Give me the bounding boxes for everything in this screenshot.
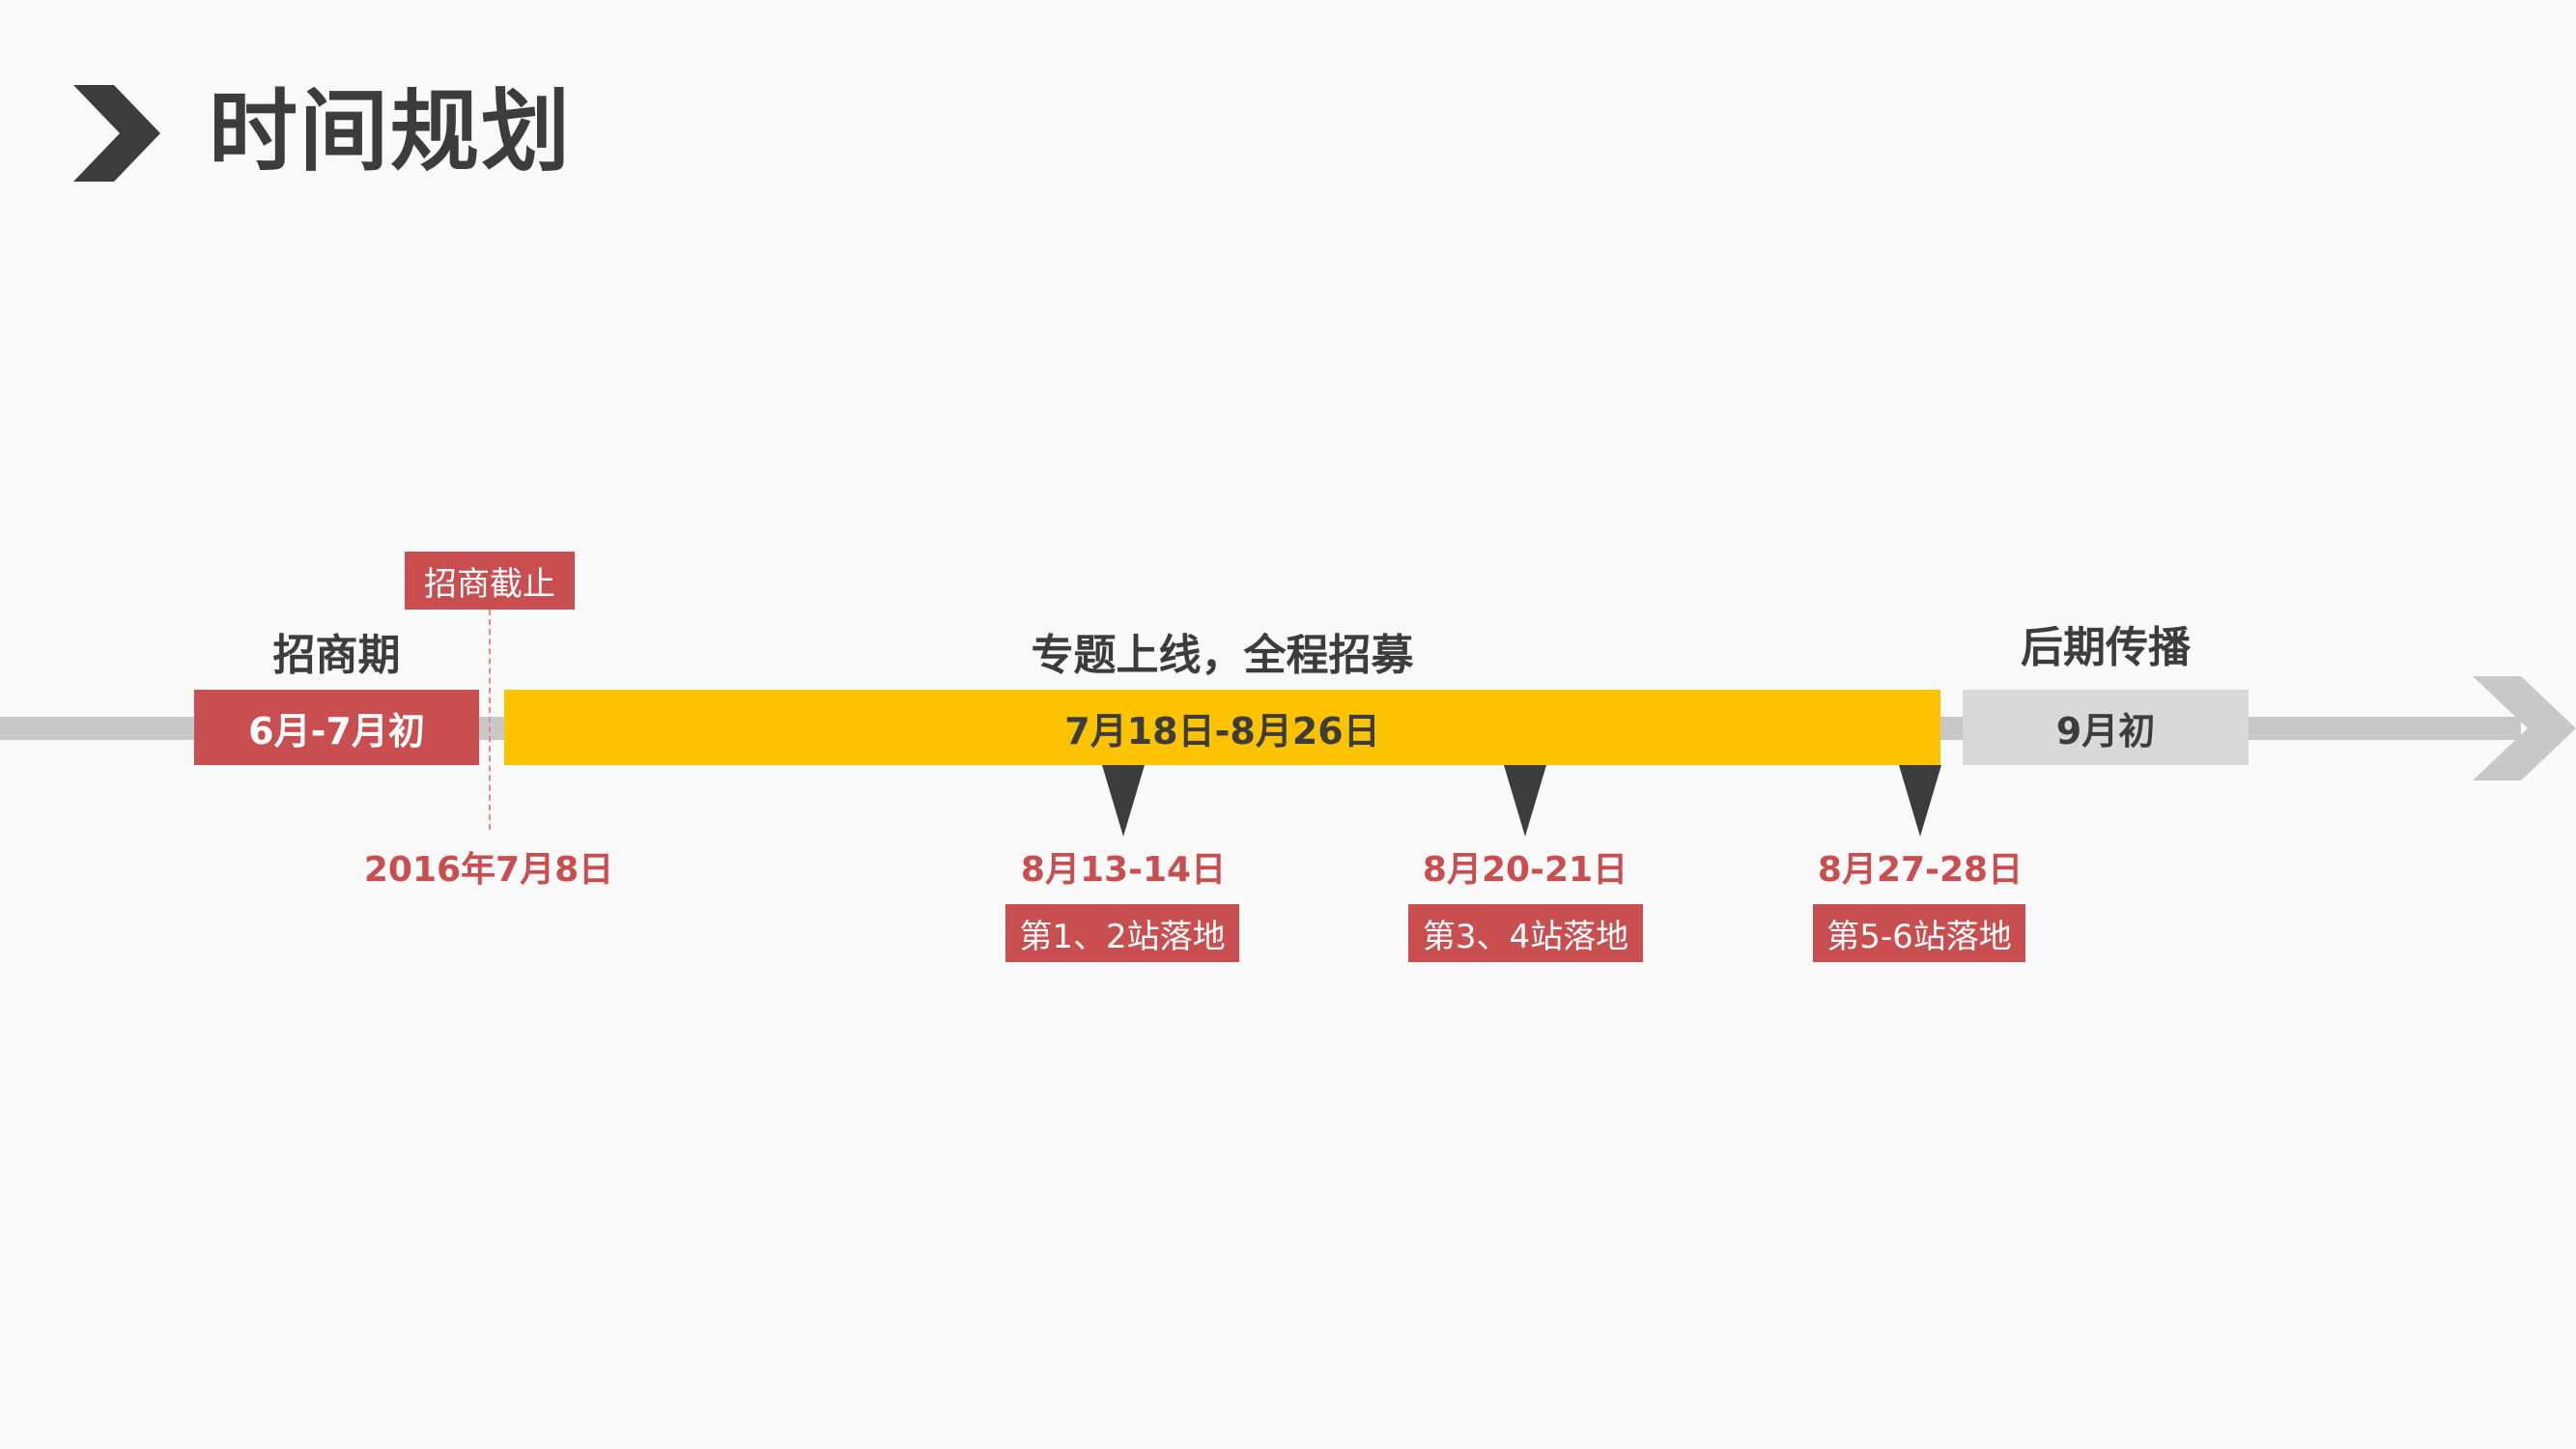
arrow-right-icon: [2473, 676, 2576, 781]
phase-title-online: 专题上线，全程招募: [1031, 631, 1414, 680]
milestone-tag: 第1、2站落地: [1005, 904, 1239, 962]
chevron-right-icon: [73, 85, 160, 182]
milestone-date: 8月20-21日: [1422, 850, 1628, 890]
deadline-tag: 招商截止: [405, 552, 575, 610]
milestone-pin-icon: [1899, 765, 1941, 837]
phase-bar-promotion: 9月初: [1963, 690, 2249, 765]
phase-title-recruitment: 招商期: [272, 631, 401, 680]
milestone-date: 8月13-14日: [1020, 850, 1227, 890]
deadline-dashed-line: [489, 610, 491, 830]
deadline-date: 2016年7月8日: [363, 850, 614, 890]
phase-bar-recruitment: 6月-7月初: [194, 690, 479, 765]
milestone-tag: 第5-6站落地: [1813, 904, 2025, 962]
phase-bar-online: 7月18日-8月26日: [504, 690, 1940, 765]
phase-title-promotion: 后期传播: [2021, 623, 2191, 672]
milestone-pin-icon: [1504, 765, 1546, 837]
milestone-pin-icon: [1102, 765, 1145, 837]
milestone-tag: 第3、4站落地: [1408, 904, 1643, 962]
page-title: 时间规划: [209, 80, 573, 184]
milestone-date: 8月27-28日: [1817, 850, 2024, 890]
